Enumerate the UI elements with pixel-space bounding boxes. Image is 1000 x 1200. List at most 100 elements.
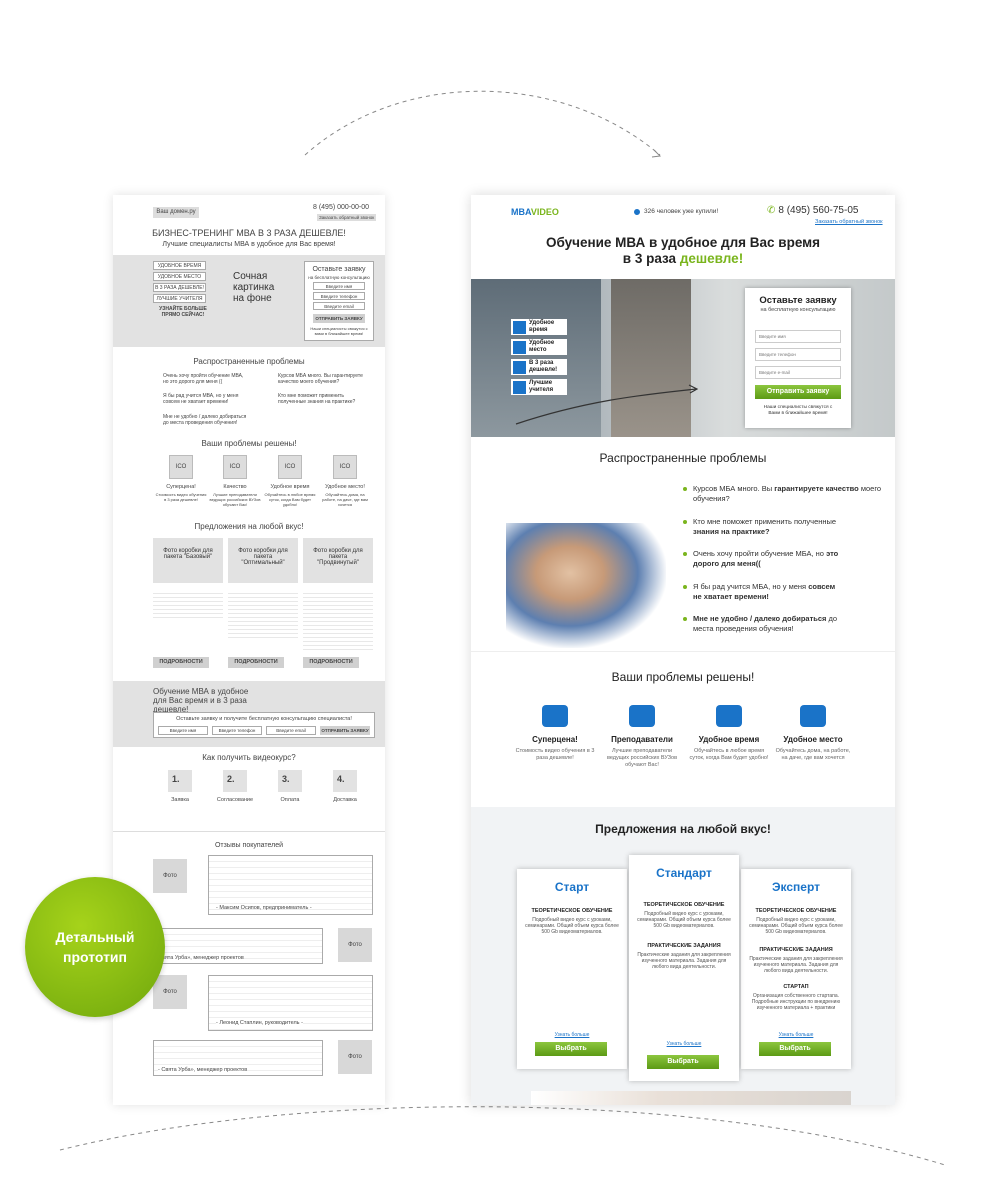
problem-strong: Мне не удобно / далеко добираться <box>693 614 827 623</box>
offers-title: Предложения на любой вкус! <box>595 822 771 836</box>
feature-item: Лучшие учителя <box>511 379 567 395</box>
wf-input-name[interactable]: Введите имя <box>313 282 365 290</box>
plan-item-desc: Организация собственного стартапа. Подро… <box>751 993 841 1011</box>
phone-icon: ✆ <box>767 205 776 216</box>
wf-details-button[interactable]: ПОДРОБНОСТИ <box>228 657 284 668</box>
problem-item: Кто мне поможет применить полученные зна… <box>683 517 843 537</box>
learn-more-link[interactable]: Узнать больше <box>778 1032 814 1038</box>
hero-title-line2: в 3 раза дешевле! <box>471 251 895 266</box>
wf-review-author: - Максим Осипов, предприниматель - <box>216 905 312 911</box>
design-mockup: MBAVIDEO 326 человек уже купили! ✆ 8 (49… <box>471 195 895 1105</box>
sofa-icon <box>513 340 526 354</box>
logo[interactable]: MBAVIDEO <box>511 207 559 217</box>
email-input[interactable]: Введите e-mail <box>755 366 841 379</box>
wf-offers-title: Предложения на любой вкус! <box>194 522 304 531</box>
wf-step-label: Оплата <box>280 797 300 803</box>
problem-item: Я бы рад учится МБА, но у меня совсем не… <box>683 582 843 602</box>
wf-problem: Очень хочу пройти обучение МВА, но это д… <box>163 373 244 385</box>
choose-button[interactable]: Выбрать <box>535 1042 607 1056</box>
wf-feature: УДОБНОЕ ВРЕМЯ <box>153 261 206 270</box>
wf-details-button[interactable]: ПОДРОБНОСТИ <box>153 657 209 668</box>
phone-number: 8 (495) 560-75-05 <box>778 205 859 216</box>
graduation-cap-icon <box>513 380 526 394</box>
plan-name: Стандарт <box>656 866 712 880</box>
wf-feature: ЛУЧШИЕ УЧИТЕЛЯ <box>153 294 206 303</box>
plan-item-title: СТАРТАП <box>783 984 809 990</box>
solved-item-desc: Стоимость видео обучения в 3 раза дешевл… <box>515 748 595 761</box>
wf-cta-input[interactable]: Введите email <box>266 726 316 735</box>
wf-feature: В 3 РАЗА ДЕШЕВЛЕ! <box>153 283 206 292</box>
wf-divider <box>113 831 385 832</box>
solved-item-title: Удобное время <box>698 735 760 744</box>
wf-step-num: 4. <box>333 770 357 792</box>
plan-name: Старт <box>554 880 590 894</box>
callback-link[interactable]: Заказать обратный звонок <box>815 219 883 225</box>
logo-part: MBA <box>511 207 531 217</box>
wf-cta-sub: Оставьте заявку и получите бесплатную ко… <box>176 716 352 722</box>
section-divider <box>471 651 895 652</box>
wf-cta-input[interactable]: Введите телефон <box>212 726 262 735</box>
wf-video-title: Как получить видеокурс? <box>202 753 296 762</box>
feature-label: Лучшие учителя <box>529 380 554 393</box>
solved-item: Суперцена! Стоимость видео обучения в 3 р… <box>515 705 595 762</box>
wf-problem: Кто мне поможет применить полученные зна… <box>278 393 356 405</box>
plan-item-desc: Подробный видео курс с уроками, семинара… <box>749 917 843 935</box>
wf-ico: ICO <box>278 455 302 479</box>
wf-cta-input[interactable]: Введите имя <box>158 726 208 735</box>
solved-item-desc: Обучайтесь в любое время суток, когда Ва… <box>689 748 769 761</box>
solved-item-title: Суперцена! <box>532 735 578 744</box>
wf-input-phone[interactable]: Введите телефон <box>313 292 365 300</box>
wf-ico: ICO <box>169 455 193 479</box>
wf-cta-form: Оставьте заявку и получите бесплатную ко… <box>153 712 375 738</box>
submit-button[interactable]: Отправить заявку <box>755 385 841 399</box>
logo-part: VIDEO <box>530 207 559 217</box>
badge-line: прототип <box>62 949 127 965</box>
wf-review-author: - Леонид Стаплин, руководитель - <box>216 1020 303 1026</box>
choose-button[interactable]: Выбрать <box>647 1055 719 1069</box>
problem-text: Курсов МБА много. Вы <box>693 484 775 493</box>
hero-title-line1: Обучение МВА в удобное для Вас время <box>545 235 821 250</box>
wf-problem: Курсов МБА много. Вы гарантируете качест… <box>278 373 363 385</box>
problem-text: моего обучения? <box>693 484 882 503</box>
solved-item-desc: Лучшие преподаватели ведущих российских … <box>606 748 678 768</box>
wf-input-email[interactable]: Введите email <box>313 302 365 310</box>
hero-title-part: в 3 раза <box>622 251 680 266</box>
wf-step-num: 3. <box>278 770 302 792</box>
form-note: Наши специалисты свяжутся с Вами в ближа… <box>763 405 833 416</box>
wf-solved-title: Ваши проблемы решены! <box>201 439 297 448</box>
form-subtitle: на бесплатную консультацию <box>760 307 836 313</box>
clock-icon <box>513 320 526 334</box>
wf-reviews-title: Отзывы покупателей <box>214 842 284 849</box>
wf-callback[interactable]: Заказать обратный звонок <box>317 214 377 221</box>
wf-form-sub: на бесплатную консультацию <box>308 275 370 280</box>
wf-cta-button[interactable]: ОТПРАВИТЬ ЗАЯВКУ <box>320 726 370 735</box>
phone-input[interactable]: Введите телефон <box>755 348 841 361</box>
hero-title-accent: дешевле! <box>679 251 744 266</box>
wf-domain: Ваш домен.ру <box>153 207 199 218</box>
feature-label: Удобное место <box>529 340 555 353</box>
plan-name: Эксперт <box>771 880 821 894</box>
wf-step-label: Доставка <box>333 797 357 803</box>
lead-form: Оставьте заявку на бесплатную консультац… <box>745 288 851 428</box>
wf-photo: Фото <box>153 859 187 893</box>
learn-more-link[interactable]: Узнать больше <box>666 1041 702 1047</box>
wf-feature: УДОБНОЕ МЕСТО <box>153 272 206 281</box>
feature-item: Удобное время <box>511 319 567 335</box>
learn-more-link[interactable]: Узнать больше <box>554 1032 590 1038</box>
wf-solved-title-item: Суперцена! <box>166 484 196 490</box>
plan-card-standard: Стандарт ТЕОРЕТИЧЕСКОЕ ОБУЧЕНИЕ Подробны… <box>629 855 739 1081</box>
wf-solved-title-item: Удобное время <box>270 484 310 490</box>
wf-details-button[interactable]: ПОДРОБНОСТИ <box>303 657 359 668</box>
name-input[interactable]: Введите имя <box>755 330 841 343</box>
wf-subtitle: Лучшие специалисты МВА в удобное для Вас… <box>162 241 336 248</box>
wf-phone: 8 (495) 000-00-00 <box>313 204 370 211</box>
wf-ico: ICO <box>333 455 357 479</box>
wf-ico: ICO <box>223 455 247 479</box>
wf-form: Оставьте заявку на бесплатную консультац… <box>304 261 374 341</box>
choose-button[interactable]: Выбрать <box>759 1042 831 1056</box>
hero-people-image <box>611 279 691 437</box>
detailed-prototype-badge: Детальный прототип <box>25 877 165 1017</box>
wf-submit-button[interactable]: ОТПРАВИТЬ ЗАЯВКУ <box>313 314 365 323</box>
